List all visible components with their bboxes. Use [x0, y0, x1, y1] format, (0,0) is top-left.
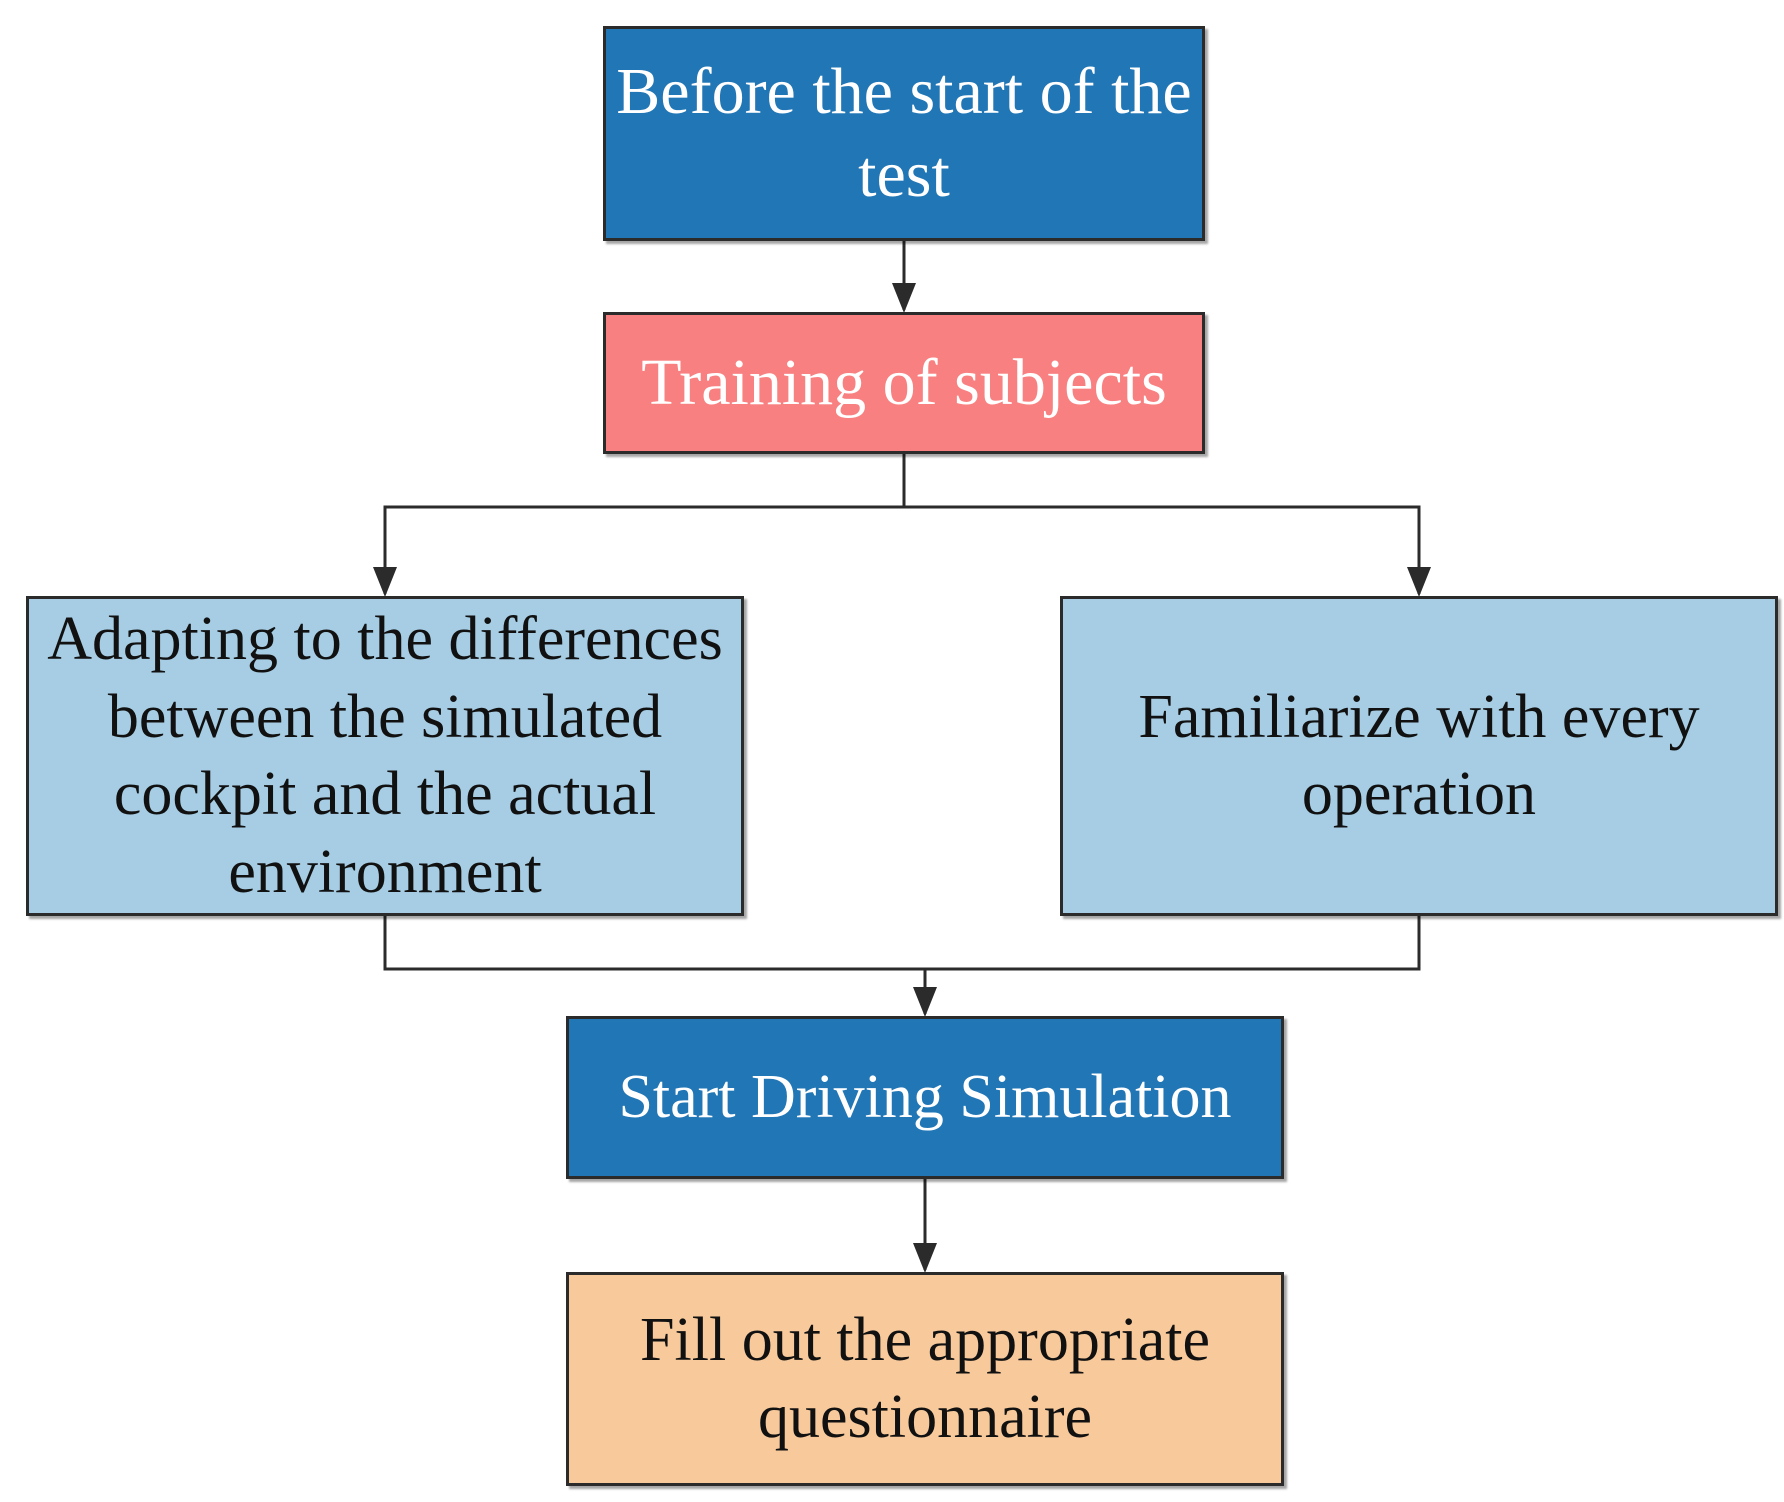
node-before-start-label: Before the start of the test	[616, 55, 1192, 211]
edge-adapting-to-driving	[383, 916, 925, 971]
node-adapting-label: Adapting to the differences between the …	[47, 605, 723, 906]
node-start-driving-label: Start Driving Simulation	[618, 1062, 1232, 1131]
node-adapting: Adapting to the differences between the …	[26, 596, 744, 916]
node-questionnaire: Fill out the appropriate questionnaire	[566, 1272, 1284, 1486]
edge-familiarize-to-driving	[913, 916, 1421, 1017]
node-familiarize-label: Familiarize with every operation	[1138, 682, 1700, 829]
node-training: Training of subjects	[603, 312, 1205, 454]
node-before-start: Before the start of the test	[603, 26, 1205, 241]
node-start-driving: Start Driving Simulation	[566, 1016, 1284, 1179]
node-questionnaire-label: Fill out the appropriate questionnaire	[640, 1305, 1210, 1452]
edge-training-to-familiarize	[904, 505, 1431, 597]
edge-training-to-adapting	[373, 454, 906, 597]
node-familiarize: Familiarize with every operation	[1060, 596, 1778, 916]
node-training-label: Training of subjects	[641, 345, 1167, 419]
